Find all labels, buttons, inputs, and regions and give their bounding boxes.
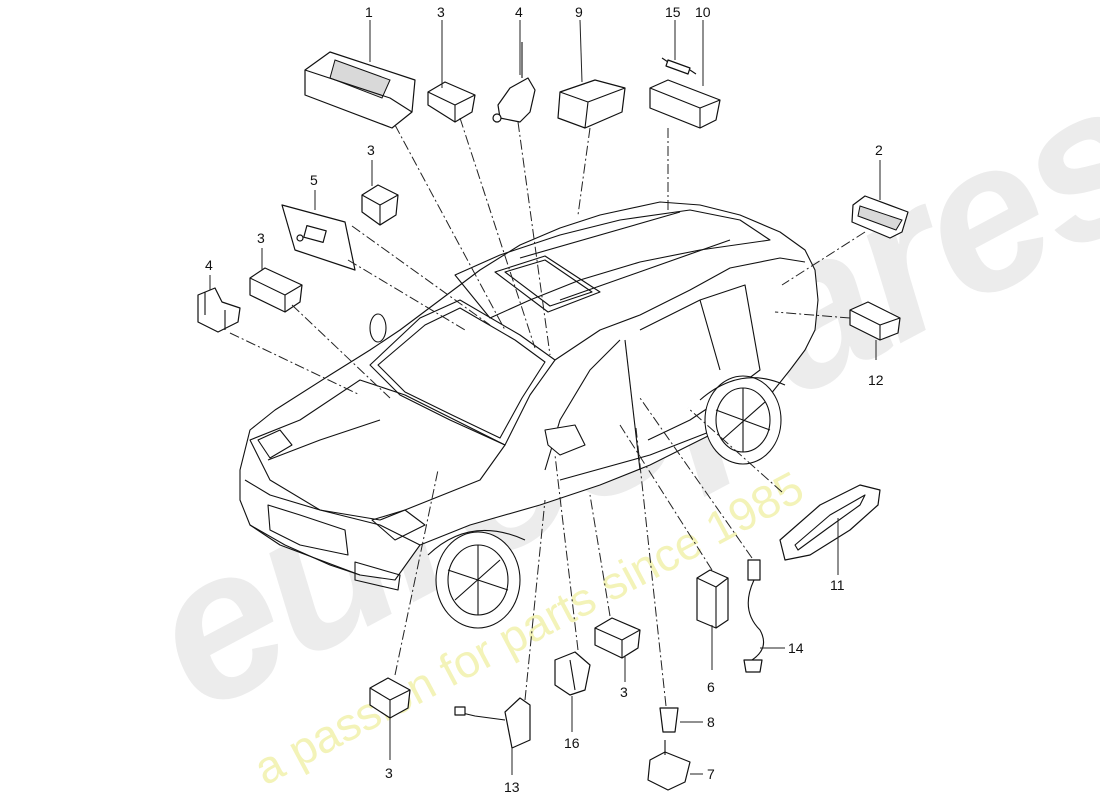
part-16-connector xyxy=(554,651,591,696)
part-3-left-light xyxy=(249,267,303,313)
part-2-lens xyxy=(851,195,909,239)
callout-13: 13 xyxy=(504,779,520,795)
callout-9: 9 xyxy=(575,4,583,20)
part-3-mid-light xyxy=(361,184,399,226)
part-4-top-switch xyxy=(492,42,536,123)
part-13-sensor xyxy=(454,697,531,749)
part-5-bracket xyxy=(281,204,356,271)
callout-2: 2 xyxy=(875,142,883,158)
part-11-trim xyxy=(779,484,881,561)
part-14-sensor xyxy=(743,559,765,673)
callout-14: 14 xyxy=(788,640,804,656)
callout-3-top: 3 xyxy=(437,4,445,20)
callout-4-left: 4 xyxy=(205,257,213,273)
callout-3-bottom-left: 3 xyxy=(385,765,393,781)
part-7-switch xyxy=(647,740,691,791)
part-1-interior-light xyxy=(304,51,416,129)
callout-3-left: 3 xyxy=(257,230,265,246)
vehicle-outline xyxy=(239,201,819,629)
leader-lines xyxy=(209,19,881,775)
callout-15: 15 xyxy=(665,4,681,20)
part-15-bulb xyxy=(661,57,697,75)
callout-labels: 1 3 4 9 15 10 2 3 5 3 4 12 11 14 6 3 16 … xyxy=(205,4,884,795)
callout-16: 16 xyxy=(564,735,580,751)
part-6-control-unit xyxy=(696,569,729,629)
callout-3-bottom-centre: 3 xyxy=(620,684,628,700)
part-4-left-switch xyxy=(197,287,241,333)
part-10-light-housing xyxy=(649,79,721,129)
part-3-bottom-left-light xyxy=(369,677,411,719)
part-3-top-light xyxy=(427,81,476,123)
callout-12: 12 xyxy=(868,372,884,388)
callout-3-mid: 3 xyxy=(367,142,375,158)
callout-6: 6 xyxy=(707,679,715,695)
part-9-module xyxy=(557,79,626,129)
callout-1: 1 xyxy=(365,4,373,20)
part-12-module xyxy=(849,301,901,341)
callout-4-top: 4 xyxy=(515,4,523,20)
part-3-bottom-centre-light xyxy=(594,617,641,659)
callout-8: 8 xyxy=(707,714,715,730)
dash-dot-lines xyxy=(229,117,866,707)
callout-5: 5 xyxy=(310,172,318,188)
callout-7: 7 xyxy=(707,766,715,782)
part-8-grommet xyxy=(659,707,679,733)
callout-10: 10 xyxy=(695,4,711,20)
callout-11: 11 xyxy=(830,577,845,593)
